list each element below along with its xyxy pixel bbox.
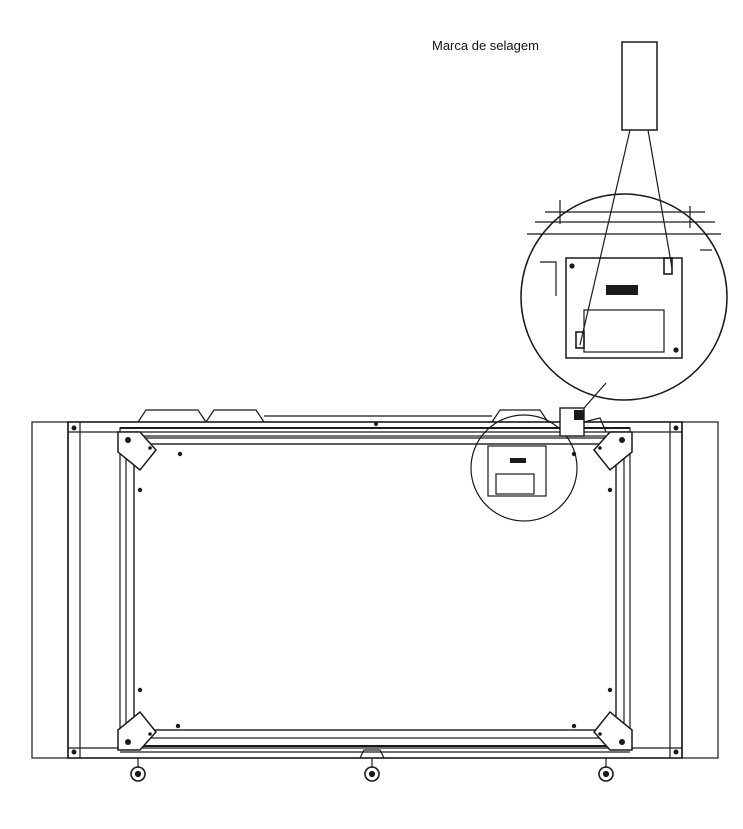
right-side-panel (681, 421, 719, 759)
corner-bracket-bottom-left (117, 710, 157, 751)
seal-mark-label: Marca de selagem (432, 38, 539, 53)
detail-inner-plate (583, 309, 665, 353)
cabinet-display-area (133, 443, 617, 731)
screw-dots (71, 422, 679, 755)
seal-leader-line-right (647, 129, 673, 269)
caster-center (364, 758, 380, 782)
seal-mark-small-left (575, 331, 585, 349)
seal-mark-small-right (663, 257, 673, 275)
small-detail-panel (487, 445, 547, 497)
caster-right (598, 758, 614, 782)
detail-panel (565, 257, 683, 359)
seal-leader-line-left (579, 129, 631, 346)
caster-left (130, 758, 146, 782)
cabinet-outer-frame (67, 421, 683, 759)
corner-bracket-bottom-right (593, 710, 633, 751)
magnified-detail (520, 193, 728, 401)
seal-mark-tag (621, 41, 658, 131)
detail-circle-small (470, 414, 578, 522)
left-side-panel (31, 421, 69, 759)
cabinet-inner-frame (119, 427, 631, 747)
detail-label-plate (606, 285, 638, 295)
